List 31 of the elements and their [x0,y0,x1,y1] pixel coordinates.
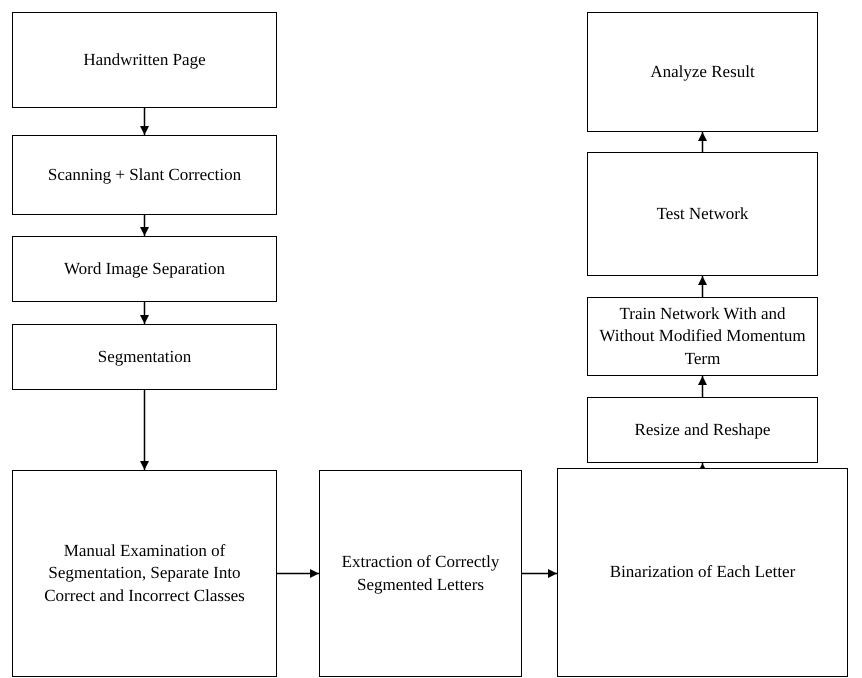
step-label: Extraction of Correctly Segmented Letters [340,551,500,596]
arrow [140,108,149,135]
arrow [698,376,707,397]
process-box [12,324,277,390]
process-box [12,12,277,108]
process-box [587,152,818,276]
arrow [140,215,149,236]
process-box [557,468,848,677]
process-box [12,236,277,302]
arrow [140,390,149,470]
step-label: Manual Examination of Segmentation, Separate Into Correct and Incorrect Classes [43,540,246,607]
process-box [319,470,522,677]
process-box [12,135,277,215]
arrow [277,569,319,578]
arrow [522,569,557,578]
process-box [12,470,277,677]
step-label: Train Network With and Without Modified Momentum Term [598,303,807,370]
step-label: Word Image Separation [64,258,226,280]
step-label: Test Network [656,202,748,225]
step-label: Handwritten Page [83,48,206,71]
arrow [140,302,149,324]
process-box [587,12,818,132]
step-label: Resize and Reshape [634,418,770,441]
arrow [698,276,707,297]
process-box [587,397,818,463]
step-label: Segmentation [98,346,192,368]
step-label: Scanning + Slant Correction [48,164,242,186]
step-label: Analyze Result [650,60,755,83]
process-box [587,297,818,376]
arrow [698,132,707,152]
step-label: Binarization of Each Letter [610,561,796,584]
